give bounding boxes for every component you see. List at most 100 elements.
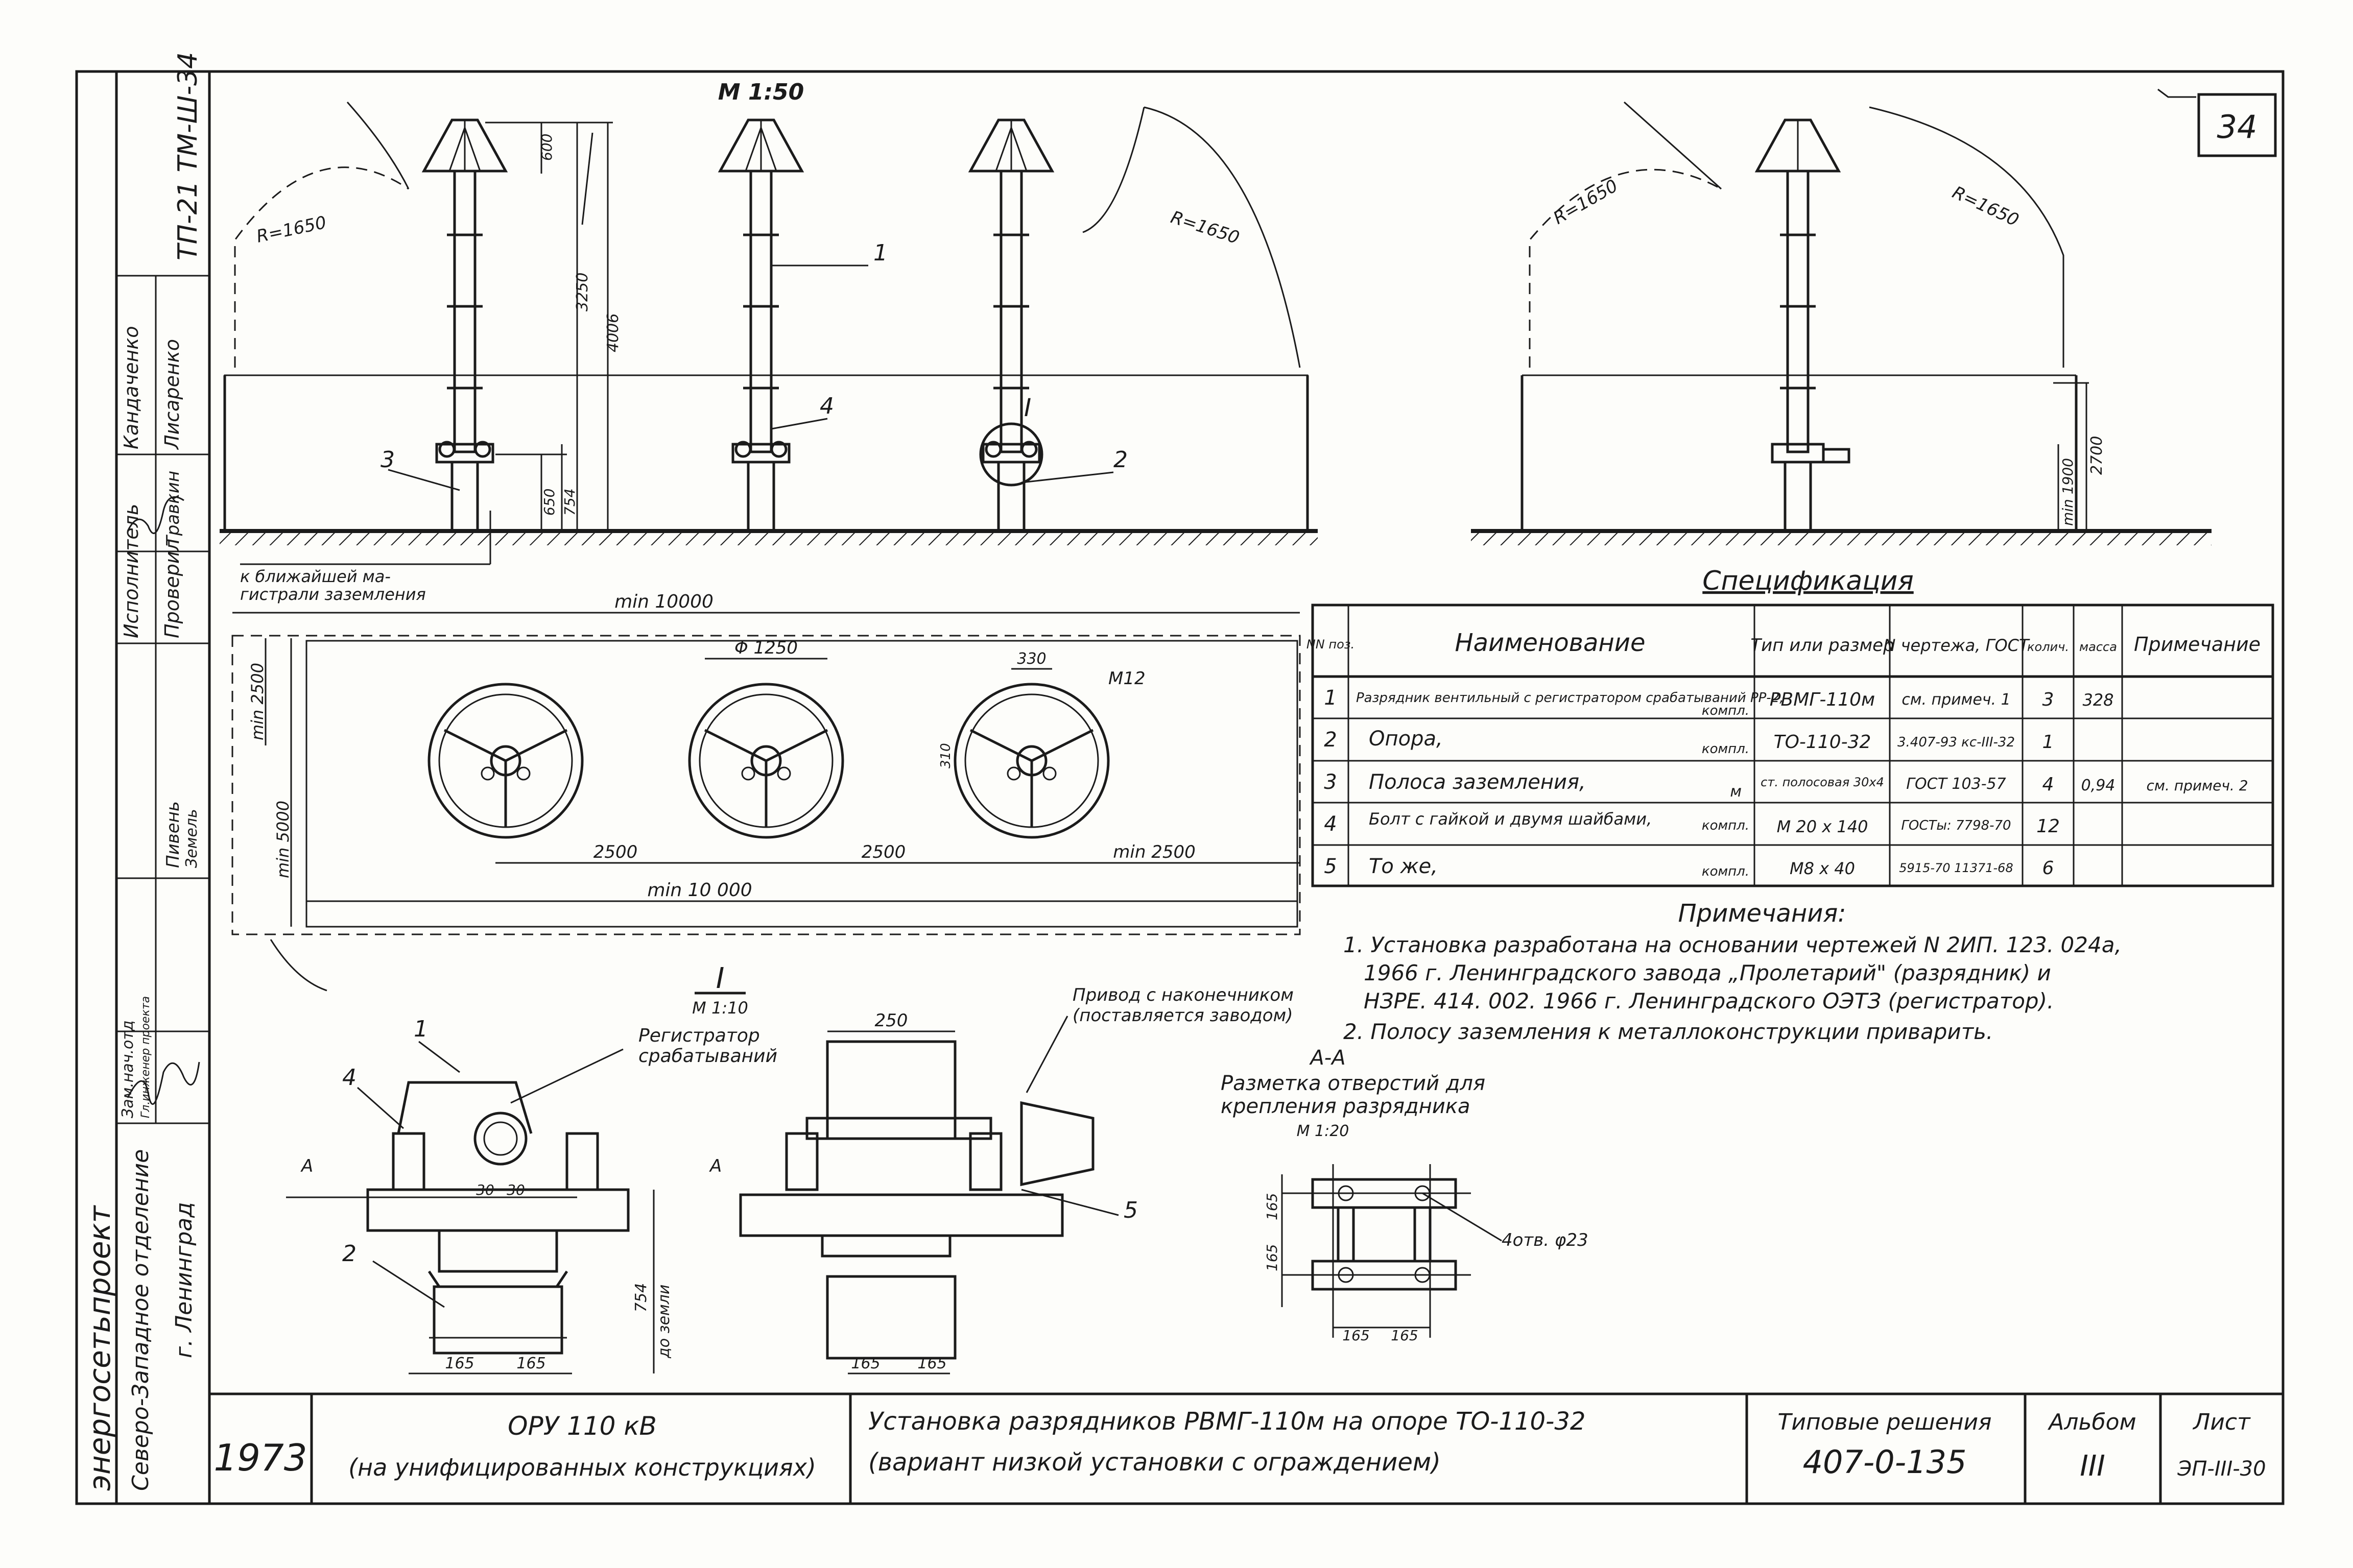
spec-row-4-qty: 12 <box>2036 816 2060 837</box>
name-5: Земель <box>183 809 201 868</box>
radius-mid: R=1650 <box>1168 207 1242 249</box>
role-1: Зам.нач.отд <box>119 1020 137 1118</box>
position-4: 4 <box>820 393 834 419</box>
spec-row-3-type: ст. полосовая 30х4 <box>1761 775 1884 789</box>
subject-subtitle: (вариант низкой установки с ограждением) <box>868 1448 1441 1477</box>
aa-165c: 165 <box>1342 1327 1369 1344</box>
aa-title: A-A <box>1309 1046 1345 1070</box>
spec-row-2-unit: компл. <box>1702 741 1749 757</box>
aa-holes: 4отв. φ23 <box>1502 1230 1588 1250</box>
spec-table-grid <box>1311 604 2274 887</box>
object-title: ОРУ 110 кВ <box>508 1411 657 1441</box>
typical-value: 407-0-135 <box>1803 1443 1967 1481</box>
detail-drive-2: (поставляется заводом) <box>1073 1005 1293 1026</box>
spec-row-5-type: M8 х 40 <box>1790 859 1855 878</box>
spec-row-4-pos: 4 <box>1324 812 1337 836</box>
spec-header-gost: N чертежа, ГОСТ <box>1883 636 2030 655</box>
spec-row-1-name: Разрядник вентильный с регистратором сра… <box>1356 690 1784 706</box>
typical-label: Типовые решения <box>1777 1409 1991 1435</box>
scale-main: М 1:50 <box>718 79 804 105</box>
detail-754: 754 <box>632 1283 650 1312</box>
signature-1 <box>127 496 184 534</box>
spec-row-5-unit: компл. <box>1702 864 1749 879</box>
view-I-marker: I <box>1024 394 1031 422</box>
year: 1973 <box>213 1436 307 1479</box>
spec-row-3-pos: 3 <box>1324 770 1337 794</box>
dim-650: 650 <box>541 489 558 516</box>
spec-header-note: Примечание <box>2134 633 2261 656</box>
spec-header-mass: масса <box>2079 640 2117 654</box>
position-2: 2 <box>1113 447 1128 473</box>
position-1: 1 <box>873 240 888 266</box>
plan-wheel-2 <box>688 683 844 839</box>
detail-pos5: 5 <box>1124 1197 1138 1223</box>
detail-pos1: 1 <box>414 1016 428 1042</box>
elevation-view <box>220 102 1318 565</box>
name-3: Травкин <box>163 471 183 546</box>
detail-title: I <box>716 962 725 995</box>
dim-4006: 4006 <box>604 313 622 352</box>
plan-310: 310 <box>938 743 954 768</box>
plan-min2500-left: min 2500 <box>248 663 267 740</box>
detail-165d: 165 <box>917 1355 946 1372</box>
spec-row-4-unit: компл. <box>1702 818 1749 833</box>
dim-3250: 3250 <box>574 273 591 311</box>
detail-registrator-1: Регистратор <box>638 1025 760 1046</box>
spec-row-1-type: РВМГ-110м <box>1770 689 1875 710</box>
detail-side-view <box>739 1016 1119 1374</box>
spec-header-qty: колич. <box>2027 640 2069 654</box>
signature-2 <box>127 1062 200 1105</box>
notes-line-1: 1. Установка разработана на основании че… <box>1343 932 2122 957</box>
role-5: Проверил <box>161 539 183 638</box>
ground-note-1: к ближайшей ма- <box>240 567 391 586</box>
department-name: Северо-Западное отделение <box>128 1149 154 1491</box>
aa-165b: 165 <box>1264 1244 1280 1271</box>
plan-view <box>231 612 1301 992</box>
side-view <box>1471 88 2212 545</box>
spec-row-5-pos: 5 <box>1324 855 1337 878</box>
aa-hole-layout <box>1281 1164 1502 1338</box>
spec-header-pos: NN поз. <box>1306 637 1354 652</box>
ground-note-2: гистрали заземления <box>240 585 426 604</box>
aa-scale: М 1:20 <box>1297 1122 1349 1140</box>
title-block <box>209 1392 2283 1504</box>
detail-165c: 165 <box>851 1355 880 1372</box>
spec-row-2-qty: 1 <box>2042 732 2054 753</box>
album-label: Альбом <box>2047 1409 2136 1435</box>
album-value: III <box>2080 1450 2105 1483</box>
spec-row-3-qty: 4 <box>2042 774 2054 795</box>
aa-165a: 165 <box>1264 1193 1280 1220</box>
plan-330: 330 <box>1017 650 1046 668</box>
spec-row-4-gost: ГОСТы: 7798-70 <box>1901 818 2011 833</box>
city-name: г. Ленинград <box>171 1202 197 1358</box>
detail-30b: 30 <box>507 1181 525 1198</box>
spec-row-5-gost: 5915-70 11371-68 <box>1899 861 2013 875</box>
spec-row-3-unit: м <box>1730 783 1742 801</box>
detail-front-view <box>286 1041 655 1374</box>
detail-I-callout <box>979 422 1043 487</box>
spec-row-5-name: То же, <box>1369 855 1438 878</box>
detail-A-right: A <box>709 1156 722 1176</box>
doc-code: ТП-21 ТМ-Ш-34 <box>173 52 203 260</box>
detail-pos2: 2 <box>342 1241 356 1267</box>
notes-line-4: 2. Полосу заземления к металлоконструкци… <box>1343 1019 1993 1044</box>
radius-right-b: R=1650 <box>1949 182 2022 231</box>
role-2: Гл.инженер проекта <box>139 996 152 1118</box>
dim-2700: 2700 <box>2088 436 2106 475</box>
dim-754: 754 <box>561 489 578 516</box>
spec-header-name: Наименование <box>1455 629 1645 657</box>
detail-ground: до земли <box>655 1285 673 1359</box>
arrester-3 <box>968 118 1055 533</box>
spec-row-3-note: см. примеч. 2 <box>2146 777 2248 794</box>
name-1: Кандаченко <box>120 326 142 449</box>
list-value: ЭП-III-30 <box>2177 1457 2266 1481</box>
radius-right-a: R=1650 <box>1550 176 1622 229</box>
spec-row-2-type: ТО-110-32 <box>1774 732 1871 753</box>
arrester-2 <box>718 118 804 533</box>
vertical-stamp: ТП-21 ТМ-Ш-34 энергосетьпроект Северо-За… <box>82 52 203 1491</box>
plan-min10000-bottom: min 10 000 <box>647 880 752 901</box>
name-4: Пивень <box>163 801 183 868</box>
spec-row-3-name: Полоса заземления, <box>1369 770 1586 794</box>
arrester-1 <box>421 118 508 533</box>
plan-m12: M12 <box>1108 668 1146 689</box>
